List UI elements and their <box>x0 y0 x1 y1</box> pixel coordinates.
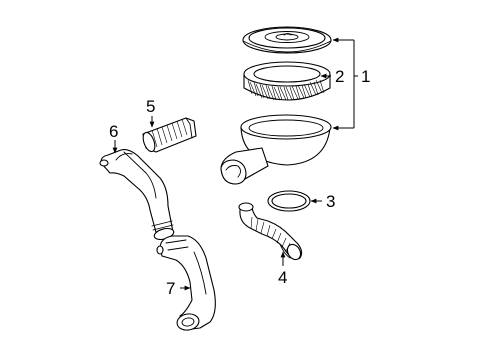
intake-duct-6 <box>99 149 175 241</box>
callout-2: 2 <box>335 67 344 86</box>
callout-3: 3 <box>326 192 335 211</box>
gasket <box>267 190 311 212</box>
intake-duct-7 <box>156 235 216 331</box>
callout-4: 4 <box>278 268 287 287</box>
small-hose <box>238 202 303 261</box>
callout-6: 6 <box>109 122 118 141</box>
callout-5: 5 <box>146 97 155 116</box>
leader-lines <box>112 37 358 291</box>
callout-labels: 1 2 3 4 5 6 7 <box>109 67 370 298</box>
air-cleaner-cover <box>242 26 332 54</box>
intake-duct-5 <box>142 117 197 153</box>
air-filter-element <box>243 61 331 101</box>
callout-7: 7 <box>166 279 175 298</box>
callout-1: 1 <box>361 67 370 86</box>
air-cleaner-housing <box>220 114 332 185</box>
